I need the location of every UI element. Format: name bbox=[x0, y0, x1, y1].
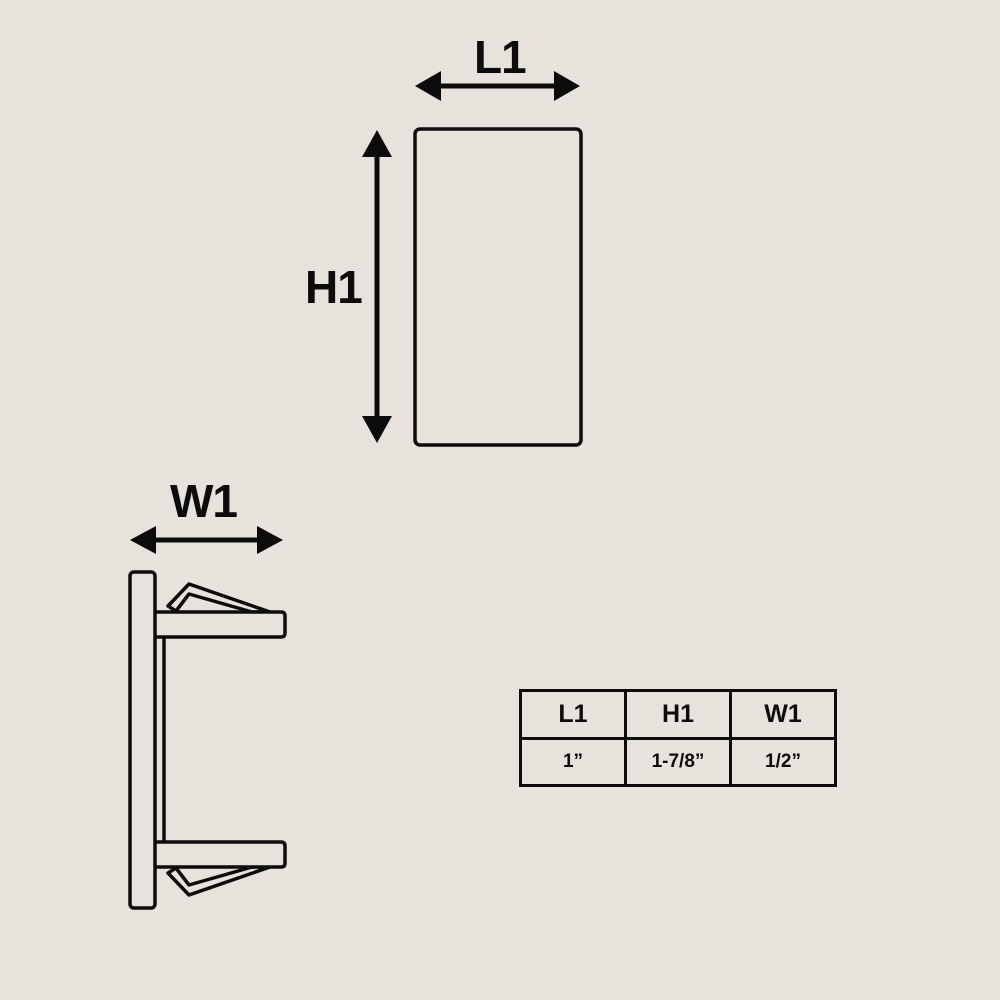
table-header-row: L1 H1 W1 bbox=[519, 689, 837, 740]
height-arrow-icon bbox=[362, 130, 392, 443]
header-height: H1 bbox=[624, 689, 732, 740]
width-arrow-icon bbox=[130, 526, 283, 554]
value-height: 1-7/8” bbox=[624, 737, 732, 787]
side-view-outline bbox=[128, 570, 287, 910]
height-label: H1 bbox=[305, 261, 363, 313]
value-width: 1/2” bbox=[729, 737, 837, 787]
width-label: W1 bbox=[170, 475, 238, 527]
table-row: 1” 1-7/8” 1/2” bbox=[519, 737, 837, 787]
header-width: W1 bbox=[729, 689, 837, 740]
front-view-outline bbox=[413, 127, 583, 447]
length-label: L1 bbox=[474, 31, 527, 83]
length-arrow-icon bbox=[415, 71, 580, 101]
header-length: L1 bbox=[519, 689, 627, 740]
dimension-spec-table: L1 H1 W1 1” 1-7/8” 1/2” bbox=[519, 689, 837, 787]
value-length: 1” bbox=[519, 737, 627, 787]
